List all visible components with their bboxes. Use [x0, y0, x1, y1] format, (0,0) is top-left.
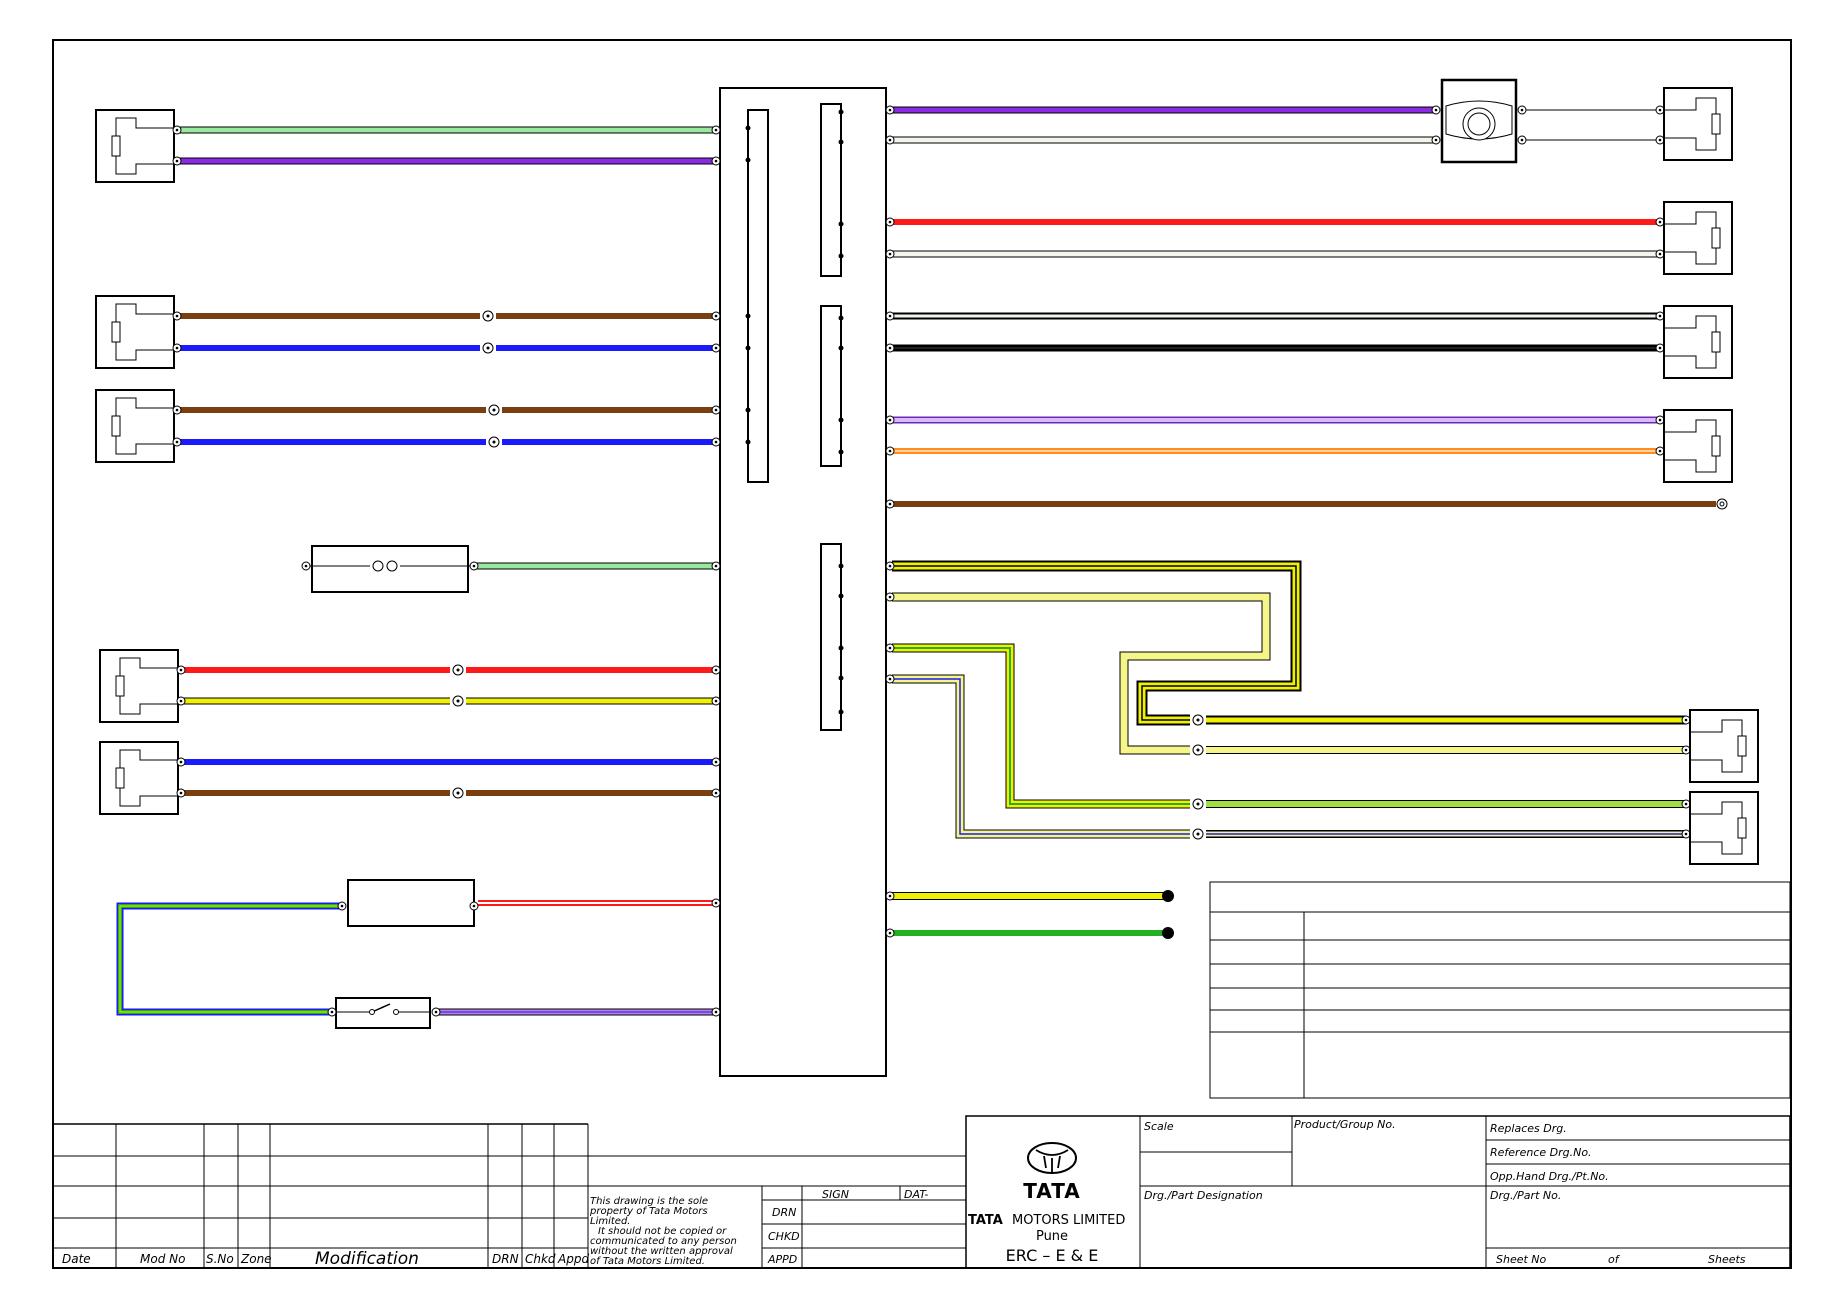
right-connector-2 [1663, 201, 1733, 275]
company-city: Pune [1036, 1229, 1068, 1244]
header-modification: Modification [315, 1249, 419, 1269]
approval-chkd: CHKD [768, 1230, 800, 1243]
logo-text: TATA [1023, 1179, 1081, 1203]
label-scale: Scale [1144, 1120, 1174, 1133]
notes-table [1209, 881, 1791, 1099]
drawing-border [52, 39, 1792, 1269]
right-splices [1192, 498, 1728, 840]
lamp-icon [301, 545, 479, 593]
left-connector-4 [99, 649, 179, 723]
notice-line-2: property of Tata Motors [589, 1206, 708, 1217]
horn-icon [337, 879, 479, 927]
label-sheets: Sheets [1708, 1253, 1746, 1266]
right-connector-3 [1663, 305, 1733, 379]
header-zone: Zone [240, 1252, 272, 1266]
right-wires [892, 106, 1716, 936]
label-sheet-no: Sheet No [1496, 1253, 1547, 1266]
header-s-no: S.No [206, 1252, 234, 1266]
label-opp-hand: Opp.Hand Drg./Pt.No. [1490, 1170, 1609, 1183]
notice-line-6: without the written approval [590, 1246, 733, 1257]
notice-line-4: It should not be copied or [598, 1226, 727, 1237]
company-brand: TATA [968, 1213, 1003, 1228]
ground-dot-icon [1162, 890, 1174, 939]
ring-terminal-icon [1716, 498, 1728, 510]
right-connector-6 [1689, 791, 1759, 865]
company-dept: ERC – E & E [1006, 1246, 1099, 1265]
notice-line-5: communicated to any person [590, 1236, 737, 1247]
right-connector-1 [1663, 87, 1733, 161]
header-drn: DRN [492, 1252, 519, 1266]
left-wires [116, 126, 716, 1016]
approval-appd: APPD [767, 1253, 797, 1266]
header-mod-no: Mod No [140, 1252, 185, 1266]
notice-line-1: This drawing is the sole [590, 1196, 708, 1207]
approval-drn: DRN [772, 1206, 796, 1219]
label-reference: Reference Drg.No. [1490, 1146, 1592, 1159]
approval-date: DAT- [904, 1188, 928, 1201]
label-of: of [1608, 1253, 1621, 1266]
approval-sign: SIGN [822, 1188, 849, 1201]
right-connector-4 [1663, 409, 1733, 483]
label-replaces: Replaces Drg. [1490, 1122, 1567, 1135]
right-connector-5 [1689, 709, 1759, 783]
left-connector-5 [99, 741, 179, 815]
notice-line-3: Limited. [590, 1216, 630, 1227]
switch-icon [327, 997, 441, 1029]
company-name: MOTORS LIMITED [1012, 1213, 1125, 1228]
title-block [53, 1115, 1791, 1269]
header-appd: Appd [557, 1252, 589, 1266]
tata-logo-icon [1027, 1142, 1077, 1174]
ownership-notice: This drawing is the sole property of Tat… [589, 1196, 737, 1267]
label-product-group: Product/Group No. [1294, 1118, 1396, 1131]
header-chkd: Chkd [525, 1252, 556, 1266]
label-part-no: Drg./Part No. [1490, 1189, 1561, 1202]
notice-line-7: of Tata Motors Limited. [590, 1256, 705, 1267]
label-part-designation: Drg./Part Designation [1144, 1189, 1263, 1202]
speed-sensor-icon [1440, 78, 1518, 164]
left-connector-1 [95, 109, 175, 183]
left-connector-3 [95, 389, 175, 463]
harness-main-box [719, 87, 887, 1077]
left-connector-2 [95, 295, 175, 369]
header-date: Date [62, 1252, 91, 1266]
